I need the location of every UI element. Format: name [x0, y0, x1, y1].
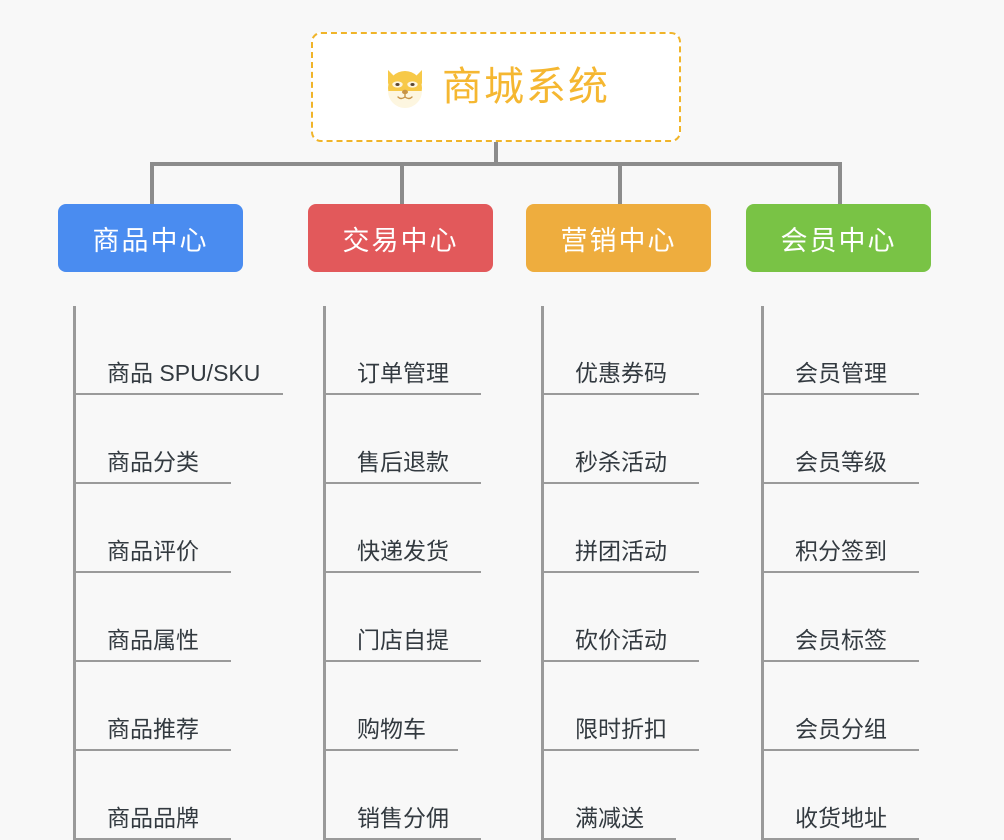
- leaf-item[interactable]: 会员标签: [763, 573, 919, 662]
- leaf-label: 满减送: [575, 805, 644, 831]
- leaf-label: 优惠券码: [575, 360, 667, 386]
- leaf-label: 收货地址: [795, 805, 887, 831]
- category-header-2[interactable]: 交易中心: [308, 204, 493, 272]
- drop-connector-4: [838, 162, 842, 206]
- leaf-list-3: 优惠券码 秒杀活动 拼团活动 砍价活动 限时折扣 满减送: [526, 306, 726, 840]
- leaf-rail: [541, 306, 544, 840]
- leaf-item[interactable]: 商品品牌: [75, 751, 231, 840]
- leaf-label: 快递发货: [357, 538, 449, 564]
- leaf-list-1: 商品 SPU/SKU 商品分类 商品评价 商品属性 商品推荐 商品品牌: [58, 306, 286, 840]
- leaf-list-2: 订单管理 售后退款 快递发货 门店自提 购物车 销售分佣: [308, 306, 508, 840]
- leaf-rail: [323, 306, 326, 840]
- leaf-item[interactable]: 砍价活动: [543, 573, 699, 662]
- leaf-item[interactable]: 优惠券码: [543, 306, 699, 395]
- leaf-item[interactable]: 商品分类: [75, 395, 231, 484]
- category-header-label: 交易中心: [342, 225, 459, 256]
- leaf-label: 商品评价: [107, 538, 199, 564]
- root-node[interactable]: 商城系统: [311, 32, 681, 142]
- category-column-2: 交易中心 订单管理 售后退款 快递发货 门店自提 购物车 销售分佣: [308, 204, 508, 840]
- leaf-item[interactable]: 销售分佣: [325, 751, 481, 840]
- leaf-rail: [73, 306, 76, 840]
- leaf-label: 商品品牌: [107, 805, 199, 831]
- category-header-1[interactable]: 商品中心: [58, 204, 243, 272]
- leaf-item[interactable]: 商品属性: [75, 573, 231, 662]
- leaf-label: 购物车: [357, 716, 426, 742]
- leaf-item[interactable]: 会员管理: [763, 306, 919, 395]
- category-header-4[interactable]: 会员中心: [746, 204, 931, 272]
- horizontal-bus-connector: [150, 162, 842, 166]
- leaf-label: 商品分类: [107, 449, 199, 475]
- leaf-label: 商品 SPU/SKU: [107, 360, 261, 386]
- leaf-label: 会员等级: [795, 449, 887, 475]
- drop-connector-1: [150, 162, 154, 206]
- leaf-item[interactable]: 拼团活动: [543, 484, 699, 573]
- leaf-label: 商品推荐: [107, 716, 199, 742]
- category-column-3: 营销中心 优惠券码 秒杀活动 拼团活动 砍价活动 限时折扣 满减送: [526, 204, 726, 840]
- leaf-item[interactable]: 会员分组: [763, 662, 919, 751]
- leaf-item[interactable]: 收货地址: [763, 751, 919, 840]
- leaf-label: 销售分佣: [357, 805, 449, 831]
- leaf-label: 拼团活动: [575, 538, 667, 564]
- leaf-item[interactable]: 门店自提: [325, 573, 481, 662]
- leaf-label: 限时折扣: [575, 716, 667, 742]
- leaf-label: 订单管理: [357, 360, 449, 386]
- leaf-label: 商品属性: [107, 627, 199, 653]
- leaf-rail: [761, 306, 764, 840]
- leaf-item[interactable]: 商品评价: [75, 484, 231, 573]
- leaf-label: 会员标签: [795, 627, 887, 653]
- category-header-label: 会员中心: [780, 225, 897, 256]
- category-header-label: 营销中心: [560, 225, 677, 256]
- leaf-label: 秒杀活动: [575, 449, 667, 475]
- leaf-label: 门店自提: [357, 627, 449, 653]
- leaf-label: 会员分组: [795, 716, 887, 742]
- leaf-item[interactable]: 订单管理: [325, 306, 481, 395]
- category-column-1: 商品中心 商品 SPU/SKU 商品分类 商品评价 商品属性 商品推荐 商品品牌: [58, 204, 286, 840]
- category-header-label: 商品中心: [92, 225, 209, 256]
- leaf-item[interactable]: 快递发货: [325, 484, 481, 573]
- leaf-item[interactable]: 购物车: [325, 662, 458, 751]
- leaf-item[interactable]: 商品推荐: [75, 662, 231, 751]
- drop-connector-2: [400, 162, 404, 206]
- leaf-item[interactable]: 商品 SPU/SKU: [75, 306, 283, 395]
- leaf-label: 积分签到: [795, 538, 887, 564]
- leaf-item[interactable]: 满减送: [543, 751, 676, 840]
- leaf-item[interactable]: 秒杀活动: [543, 395, 699, 484]
- leaf-label: 售后退款: [357, 449, 449, 475]
- leaf-item[interactable]: 限时折扣: [543, 662, 699, 751]
- leaf-item[interactable]: 积分签到: [763, 484, 919, 573]
- drop-connector-3: [618, 162, 622, 206]
- root-title: 商城系统: [442, 65, 610, 109]
- category-header-3[interactable]: 营销中心: [526, 204, 711, 272]
- leaf-label: 会员管理: [795, 360, 887, 386]
- leaf-item[interactable]: 售后退款: [325, 395, 481, 484]
- leaf-item[interactable]: 会员等级: [763, 395, 919, 484]
- root-stem-connector: [494, 142, 498, 164]
- category-column-4: 会员中心 会员管理 会员等级 积分签到 会员标签 会员分组 收货地址: [746, 204, 946, 840]
- leaf-list-4: 会员管理 会员等级 积分签到 会员标签 会员分组 收货地址: [746, 306, 946, 840]
- dog-face-icon: [382, 64, 428, 110]
- leaf-label: 砍价活动: [575, 627, 667, 653]
